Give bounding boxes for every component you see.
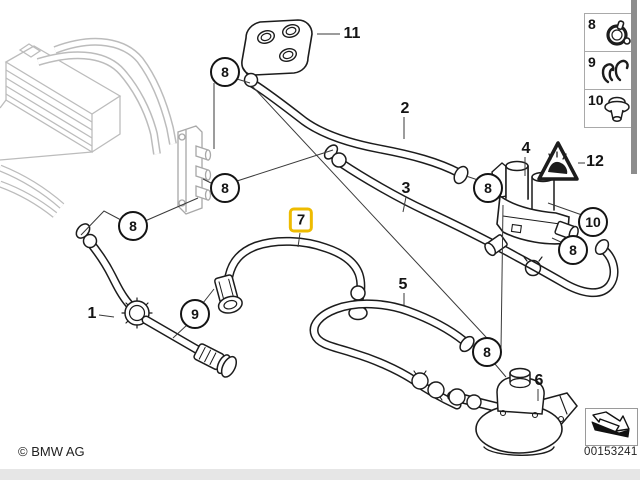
hose-2-drawing (242, 67, 469, 185)
heater-core-drawing (0, 37, 212, 218)
bracket-11-drawing (241, 19, 313, 76)
grommet-icon (604, 96, 630, 122)
legend-item-10[interactable]: 10 (585, 90, 634, 127)
part-label-11[interactable]: 11 (343, 25, 361, 42)
valve-4-drawing (484, 160, 579, 257)
warning-triangle-icon (537, 141, 579, 181)
bottom-scrollbar-track[interactable] (0, 469, 640, 480)
part-label-4[interactable]: 4 (521, 140, 531, 157)
callout-8-b[interactable]: 8 (210, 173, 240, 203)
corner-arrow-icon (591, 411, 630, 438)
callout-8-c[interactable]: 8 (118, 211, 148, 241)
part-label-1[interactable]: 1 (87, 305, 97, 322)
callout-9[interactable]: 9 (180, 299, 210, 329)
hose-3-drawing (323, 144, 619, 297)
legend-item-8[interactable]: 8 (585, 14, 634, 52)
legend-label-8: 8 (588, 16, 596, 32)
fastener-legend: 8 9 10 (584, 13, 635, 128)
callout-8-f[interactable]: 8 (472, 337, 502, 367)
spring-clip-icon (601, 59, 629, 84)
callout-10[interactable]: 10 (578, 207, 608, 237)
callout-8-d[interactable]: 8 (473, 173, 503, 203)
legend-item-9[interactable]: 9 (585, 52, 634, 90)
scrollbar-thumb[interactable] (631, 0, 637, 174)
part-label-6[interactable]: 6 (534, 372, 544, 389)
pump-6-drawing (447, 367, 578, 456)
legend-label-10: 10 (588, 92, 604, 108)
part-label-5[interactable]: 5 (398, 276, 408, 293)
hose-1-drawing (75, 223, 238, 378)
hose-7-drawing (214, 236, 368, 321)
callout-8-a[interactable]: 8 (210, 57, 240, 87)
part-label-12[interactable]: 12 (586, 153, 604, 170)
highlighted-callout-7[interactable]: 7 (288, 207, 314, 233)
hose-clamp-icon (606, 20, 631, 46)
part-label-2[interactable]: 2 (400, 100, 410, 117)
legend-label-9: 9 (588, 54, 596, 70)
part-label-3[interactable]: 3 (401, 180, 411, 197)
callout-8-e[interactable]: 8 (558, 235, 588, 265)
navigation-arrow-button[interactable] (585, 408, 638, 446)
copyright-text: © BMW AG (18, 444, 85, 459)
diagram-part-number: 00153241 (584, 446, 638, 458)
hose-5-drawing (309, 299, 475, 410)
